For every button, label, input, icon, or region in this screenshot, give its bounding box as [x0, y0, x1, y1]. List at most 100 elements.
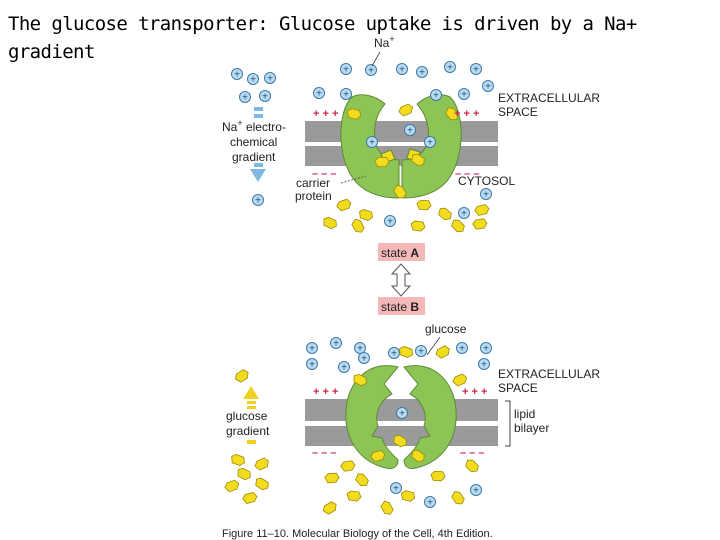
state-b-panel: +++++++++++++++ + + + + + + – – – – – – …	[224, 322, 600, 515]
glucose-molecule	[411, 153, 425, 167]
na-ion-symbol: +	[473, 65, 479, 76]
glucose-molecule	[359, 209, 374, 221]
state-a-box	[378, 243, 425, 261]
na-ion-symbol: +	[393, 484, 399, 495]
extracellular-label-b-1: EXTRACELLULAR	[498, 367, 600, 381]
na-gradient-label-2: chemical	[230, 135, 277, 149]
glucose-molecule	[322, 501, 337, 515]
glucose-molecule	[474, 204, 490, 216]
na-ion: +	[458, 88, 470, 101]
na-ion-symbol: +	[481, 360, 487, 371]
glucose-molecule	[370, 449, 386, 463]
na-ion: +	[470, 484, 482, 497]
na-ion-symbol: +	[447, 63, 453, 74]
na-ion-symbol: +	[418, 347, 424, 358]
glucose-molecule	[351, 218, 365, 233]
na-ion-symbol: +	[255, 196, 261, 207]
glucose-molecule	[255, 477, 269, 491]
na-ion: +	[247, 73, 259, 86]
glucose-molecule	[234, 369, 249, 383]
na-ion: +	[354, 342, 366, 355]
charges-a-minus-left: – – –	[312, 168, 336, 180]
glucose-molecule	[416, 199, 432, 211]
na-ion: +	[366, 136, 378, 149]
carrier-label-2: protein	[295, 189, 332, 203]
extracellular-label-b-2: SPACE	[498, 381, 538, 395]
na-ion-symbol: +	[267, 74, 273, 85]
na-ions-state-b: +++++++++++++++	[306, 337, 492, 509]
state-b-box	[378, 297, 425, 315]
glucose-molecule	[336, 198, 352, 212]
glucose-molecule	[451, 490, 465, 505]
na-ion-symbol: +	[419, 68, 425, 79]
glucose-molecule	[411, 449, 425, 463]
na-ion-symbol: +	[333, 339, 339, 350]
glucose-molecule	[242, 492, 258, 504]
na-ion: +	[340, 63, 352, 76]
transition-double-arrow	[390, 263, 412, 297]
na-ion-symbol: +	[309, 360, 315, 371]
na-ion-symbol: +	[316, 89, 322, 100]
slide-title: The glucose transporter: Glucose uptake …	[8, 13, 637, 63]
na-ion-symbol: +	[427, 138, 433, 149]
carrier-label-1: carrier	[296, 176, 330, 190]
glucose-molecule	[393, 434, 407, 448]
glucose-molecule	[452, 373, 468, 387]
na-ion-symbol: +	[473, 486, 479, 497]
na-gradient-arrow	[250, 107, 266, 182]
na-ion: +	[424, 496, 436, 509]
na-ion: +	[338, 361, 350, 374]
na-ion-symbol: +	[343, 65, 349, 76]
glucose-molecule	[451, 219, 465, 233]
lipid-bilayer-bracket	[505, 400, 511, 447]
na-ion: +	[396, 63, 408, 76]
glucose-molecule	[472, 218, 488, 230]
glucose-molecule	[355, 473, 369, 487]
charges-b-plus-left: + + +	[313, 386, 338, 398]
carrier-protein-b-left	[345, 365, 399, 469]
extracellular-label-a-2: SPACE	[498, 105, 538, 119]
glucose-molecule	[445, 107, 459, 121]
na-ion: +	[444, 61, 456, 74]
na-ion: +	[239, 91, 251, 104]
glucose-molecule	[398, 103, 414, 117]
na-ion-symbol: +	[250, 75, 256, 86]
na-ion: +	[259, 90, 271, 103]
glucose-molecule	[231, 453, 245, 467]
glucose-molecule	[399, 346, 414, 358]
charges-b-plus-right: + + +	[462, 386, 487, 398]
na-label: Na+	[374, 34, 395, 50]
na-ion: +	[306, 358, 318, 371]
carrier-leader-line	[340, 175, 367, 184]
na-ion-symbol: +	[459, 344, 465, 355]
glucose-molecule	[324, 472, 340, 484]
glucose-gradient-arrow	[243, 386, 259, 444]
na-ion-symbol: +	[461, 209, 467, 220]
na-ion: +	[424, 136, 436, 149]
glucose-molecules-state-b	[224, 345, 479, 515]
na-ions-state-a: +++++++++++++++++++++++	[231, 61, 494, 228]
glucose-molecule	[346, 108, 362, 120]
na-ion: +	[358, 352, 370, 365]
na-ion: +	[384, 215, 396, 228]
glucose-leader-line	[426, 336, 441, 356]
na-ion-symbol: +	[485, 82, 491, 93]
glucose-molecule	[374, 156, 390, 168]
na-ion-symbol: +	[262, 92, 268, 103]
state-a-panel: +++++++++++++++++++++++ + + + + + + – – …	[222, 34, 600, 233]
na-ion: +	[252, 194, 264, 207]
carrier-protein-b-right	[403, 365, 457, 469]
na-ion: +	[390, 482, 402, 495]
glucose-molecule	[224, 479, 240, 493]
na-ion: +	[396, 407, 408, 420]
glucose-molecule	[435, 345, 450, 359]
na-ion-symbol: +	[369, 138, 375, 149]
glucose-molecule	[340, 460, 356, 472]
na-ion-symbol: +	[483, 344, 489, 355]
lipid-label-1: lipid	[514, 407, 535, 421]
membrane-a-upper-leaflet	[305, 121, 498, 142]
glucose-molecule	[353, 373, 367, 387]
na-gradient-label-1: Na+ electro-	[222, 118, 286, 134]
state-a-label: state A	[381, 246, 419, 260]
